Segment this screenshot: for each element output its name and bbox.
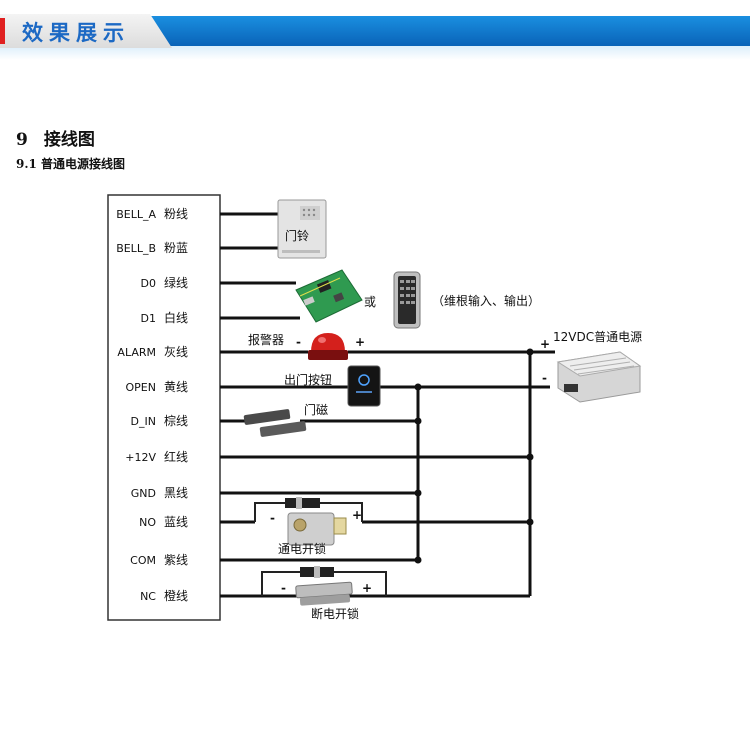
terminal-labels: BELL_A 粉线 BELL_B 粉蓝 D0 绿线 D1 白线 ALARM 灰线 OPEN 黄线 D_I… (116, 207, 188, 603)
terminal-wire-color-6: 棕线 (164, 413, 188, 428)
nc-lock-loop-right (334, 571, 387, 596)
terminal-signal-1: BELL_B (116, 242, 156, 255)
terminal-wire-color-3: 白线 (164, 310, 188, 325)
terminal-signal-7: +12V (125, 451, 156, 464)
banner-accent (0, 18, 5, 44)
terminal-signal-0: BELL_A (116, 208, 156, 221)
terminal-wire-color-2: 绿线 (164, 275, 188, 290)
junction-dots (414, 348, 534, 564)
terminal-wire-color-4: 灰线 (164, 345, 188, 359)
wires (220, 212, 555, 598)
header-banner: 效果展示 (0, 14, 750, 60)
or-label: 或 (364, 295, 376, 309)
terminal-signal-3: D1 (141, 312, 156, 325)
no-lock-label: 通电开锁 (278, 541, 326, 556)
alarm-plus: + (355, 335, 365, 349)
terminal-signal-11: NC (140, 590, 156, 603)
terminal-signal-2: D0 (141, 277, 156, 290)
terminal-signal-6: D_IN (131, 415, 156, 428)
power-supply-unit (556, 351, 642, 403)
banner-fade (0, 46, 750, 60)
subsection-title: 9.1 普通电源接线图 (16, 157, 126, 171)
no-lock-loop-right (320, 502, 363, 522)
nc-lock-plus: + (362, 581, 372, 595)
controller-terminal-block (107, 194, 221, 621)
banner-title: 效果展示 (22, 21, 130, 45)
power-off-unlock-lock (295, 566, 353, 606)
terminal-wire-color-9: 蓝线 (164, 515, 188, 529)
access-control-board (295, 269, 363, 323)
no-lock-loop-left (254, 502, 285, 522)
terminal-wire-color-8: 黑线 (164, 486, 188, 500)
nc-lock-loop-left (261, 571, 300, 596)
alarm-minus: - (296, 335, 301, 349)
terminal-signal-9: NO (139, 516, 156, 529)
terminal-wire-color-7: 红线 (164, 449, 188, 464)
section-number: 9 (16, 130, 28, 150)
magnet-label: 门磁 (304, 402, 328, 417)
terminal-signal-10: COM (130, 554, 156, 567)
section-title: 9 接线图 (16, 125, 95, 150)
section-title-text: 接线图 (43, 130, 95, 150)
exit-button-label: 出门按钮 (284, 372, 332, 387)
terminal-wire-color-1: 粉蓝 (164, 241, 188, 255)
keypad-reader (393, 271, 421, 329)
power-on-unlock-lock (285, 497, 347, 546)
doorbell-device: 门铃 (277, 199, 327, 259)
no-lock-plus: + (352, 508, 362, 522)
alarm-label: 报警器 (248, 332, 284, 347)
terminal-wire-color-5: 黄线 (164, 380, 188, 394)
doorbell-label: 门铃 (285, 228, 309, 243)
alarm-siren (308, 333, 348, 360)
door-magnet-sensor (243, 409, 307, 437)
banner-tab (0, 14, 172, 48)
terminal-wire-color-10: 紫线 (164, 553, 188, 567)
power-plus: + (540, 337, 550, 351)
terminal-signal-5: OPEN (126, 381, 156, 394)
nc-lock-label: 断电开锁 (311, 606, 359, 621)
no-lock-minus: - (270, 511, 275, 525)
exit-button (347, 365, 381, 407)
terminal-signal-8: GND (131, 487, 156, 500)
power-supply-label: 12VDC普通电源 (553, 330, 642, 344)
power-minus: - (542, 371, 547, 385)
wiegand-note: （维根输入、输出） (432, 293, 540, 308)
terminal-wire-color-11: 橙线 (164, 588, 188, 603)
terminal-wire-color-0: 粉线 (164, 207, 188, 221)
nc-lock-minus: - (281, 581, 286, 595)
terminal-signal-4: ALARM (117, 346, 156, 359)
